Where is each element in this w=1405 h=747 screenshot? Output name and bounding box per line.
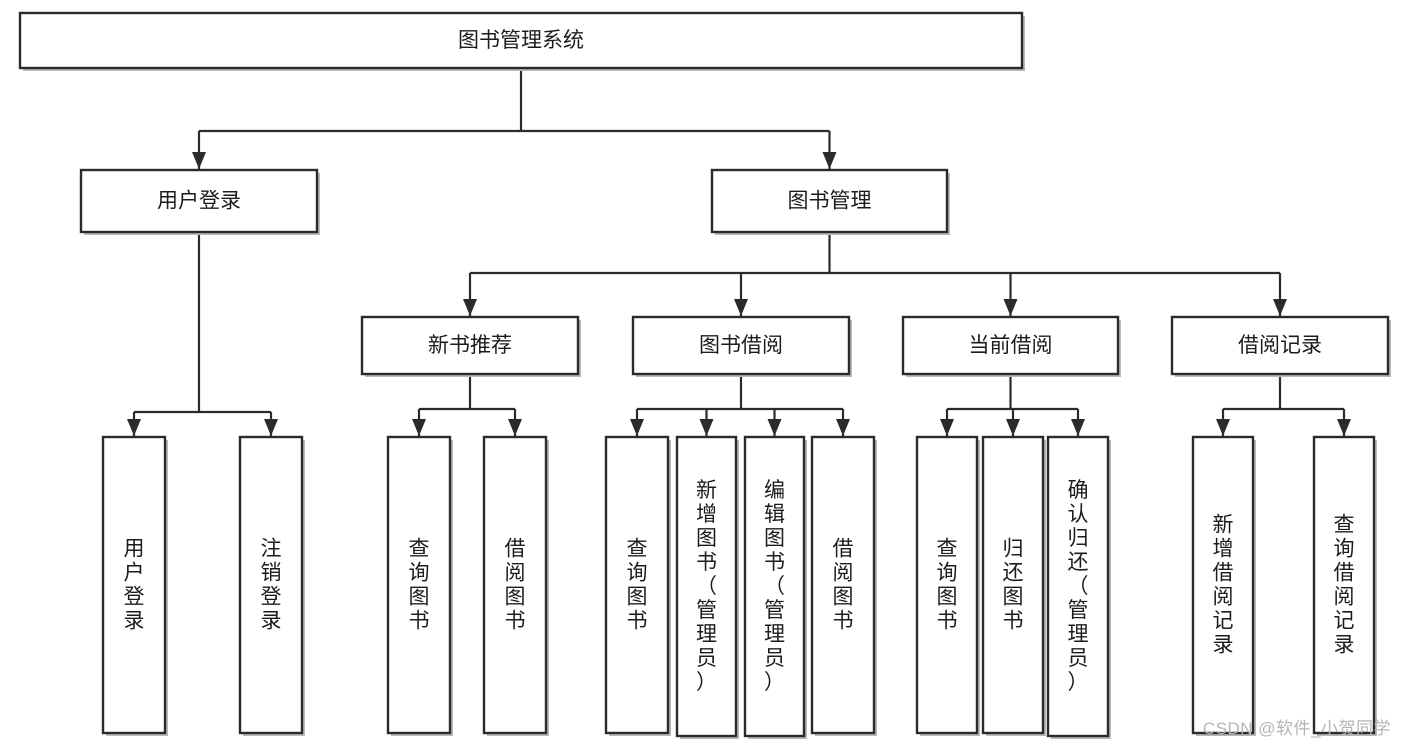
node-leaf-borrow-book-rec[interactable]: 借阅图书 — [482, 435, 549, 736]
arrow-head-icon — [940, 419, 954, 436]
arrow-head-icon — [1216, 419, 1230, 436]
node-leaf-borrow-book[interactable]: 借阅图书 — [810, 435, 877, 736]
node-label: 查询图书 — [937, 538, 958, 633]
arrow-head-icon — [127, 419, 141, 436]
node-leaf-user-login[interactable]: 用户登录 — [101, 435, 168, 736]
node-leaf-confirm-return[interactable]: 确认归还（管理员） — [1046, 435, 1111, 739]
arrow-head-icon — [630, 419, 644, 436]
node-book-manage[interactable]: 图书管理 — [710, 168, 950, 235]
node-leaf-query-book-cur[interactable]: 查询图书 — [915, 435, 980, 736]
node-label: 新增图书（管理员） — [696, 479, 717, 694]
node-label: 当前借阅 — [969, 334, 1053, 357]
arrow-head-icon — [699, 419, 714, 436]
node-label: 借阅图书 — [833, 538, 854, 633]
node-label: 归还图书 — [1003, 538, 1024, 633]
arrow-head-icon — [1006, 419, 1020, 436]
node-leaf-logout[interactable]: 注销登录 — [238, 435, 305, 736]
csdn-watermark: CSDN @软件_小贺同学 — [1202, 719, 1391, 738]
node-borrow-record[interactable]: 借阅记录 — [1170, 315, 1391, 377]
node-label: 图书管理系统 — [458, 29, 584, 52]
arrow-head-icon — [192, 152, 206, 169]
arrow-head-icon — [734, 299, 748, 316]
node-label: 新增借阅记录 — [1213, 514, 1234, 657]
node-label: 注销登录 — [261, 538, 282, 633]
node-leaf-add-record[interactable]: 新增借阅记录 — [1191, 435, 1256, 736]
node-leaf-return-book[interactable]: 归还图书 — [981, 435, 1046, 736]
node-leaf-edit-book[interactable]: 编辑图书（管理员） — [743, 435, 807, 739]
node-label: 编辑图书（管理员） — [764, 479, 785, 694]
arrow-head-icon — [767, 419, 782, 436]
arrow-head-icon — [1003, 299, 1018, 316]
node-label: 用户登录 — [157, 190, 241, 213]
node-label: 查询图书 — [627, 538, 648, 633]
arrow-head-icon — [264, 419, 278, 436]
arrow-head-icon — [1337, 419, 1351, 436]
connector-layer — [127, 68, 1351, 436]
arrow-head-icon — [508, 419, 522, 436]
node-label: 图书借阅 — [699, 334, 783, 357]
node-label: 借阅记录 — [1238, 334, 1322, 357]
node-leaf-query-book-borrow[interactable]: 查询图书 — [604, 435, 671, 736]
node-label: 确认归还（管理员） — [1068, 479, 1089, 694]
node-user-login[interactable]: 用户登录 — [79, 168, 320, 235]
node-label: 图书管理 — [788, 190, 872, 213]
node-label: 借阅图书 — [505, 538, 526, 633]
node-leaf-add-book[interactable]: 新增图书（管理员） — [675, 435, 739, 739]
arrow-head-icon — [822, 152, 837, 169]
node-new-book-rec[interactable]: 新书推荐 — [360, 315, 581, 377]
node-leaf-query-record[interactable]: 查询借阅记录 — [1312, 435, 1377, 736]
node-root[interactable]: 图书管理系统 — [18, 11, 1025, 71]
arrow-head-icon — [463, 299, 477, 316]
node-label: 查询图书 — [409, 538, 430, 633]
node-current-borrow[interactable]: 当前借阅 — [901, 315, 1121, 377]
arrow-head-icon — [836, 419, 850, 436]
node-label: 新书推荐 — [428, 334, 512, 357]
node-label: 查询借阅记录 — [1334, 514, 1355, 657]
arrow-head-icon — [1071, 419, 1085, 436]
node-book-borrow[interactable]: 图书借阅 — [631, 315, 852, 377]
node-label: 用户登录 — [124, 538, 145, 633]
node-layer: 图书管理系统用户登录图书管理新书推荐图书借阅当前借阅借阅记录用户登录注销登录查询… — [18, 11, 1391, 739]
node-leaf-query-book-rec[interactable]: 查询图书 — [386, 435, 453, 736]
arrow-head-icon — [1273, 299, 1287, 316]
arrow-head-icon — [412, 419, 426, 436]
